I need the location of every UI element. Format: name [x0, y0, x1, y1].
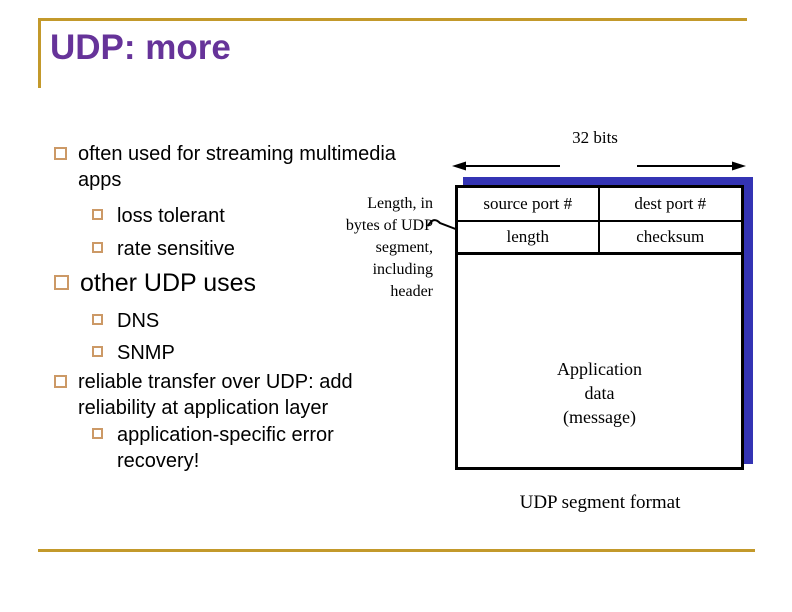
bullet-square-icon: [92, 242, 103, 253]
bullet-square-icon: [92, 428, 103, 439]
top-rule: [38, 18, 747, 21]
bullet-item: reliable transfer over UDP: add reliabil…: [54, 369, 454, 421]
bullet-text: rate sensitive: [117, 238, 235, 260]
bullet-text: other UDP uses: [80, 269, 257, 297]
bullet-square-icon: [92, 346, 103, 357]
bits-width-label: 32 bits: [572, 128, 618, 147]
cell-application-data: Application data (message): [557, 359, 642, 427]
udp-segment-table: source port # dest port # length checksu…: [455, 185, 744, 470]
bullet-item: other UDP uses: [54, 268, 256, 298]
width-arrow-icon: [452, 161, 746, 171]
bullet-text: SNMP: [117, 342, 175, 364]
length-annotation: Length, in bytes of UDP segment, includi…: [345, 195, 433, 300]
bullet-text: reliable transfer over UDP: add reliabil…: [78, 371, 353, 419]
bullet-text: loss tolerant: [117, 205, 225, 227]
bottom-rule: [38, 549, 755, 552]
cell-dest-port: dest port #: [599, 188, 741, 222]
bullet-item: application-specific error recovery!: [92, 422, 412, 474]
bullet-square-icon: [54, 275, 69, 290]
bullet-item: SNMP: [92, 340, 175, 366]
bullet-text: DNS: [117, 310, 160, 332]
bullet-square-icon: [54, 147, 67, 160]
cell-checksum: checksum: [599, 222, 741, 255]
bullet-item: loss tolerant: [92, 203, 225, 229]
title-accent-bar: [38, 18, 41, 88]
bullet-square-icon: [92, 209, 103, 220]
bullet-text: application-specific error recovery!: [117, 424, 334, 472]
bullet-item: often used for streaming multimedia apps: [54, 141, 454, 193]
bullet-item: rate sensitive: [92, 236, 235, 262]
cell-length: length: [458, 222, 600, 255]
cell-source-port: source port #: [458, 188, 600, 222]
bullet-text: often used for streaming multimedia apps: [78, 143, 396, 191]
bullet-square-icon: [54, 375, 67, 388]
slide-title: UDP: more: [50, 28, 231, 67]
bullet-square-icon: [92, 314, 103, 325]
diagram-caption: UDP segment format: [519, 492, 681, 513]
bullet-item: DNS: [92, 308, 159, 334]
